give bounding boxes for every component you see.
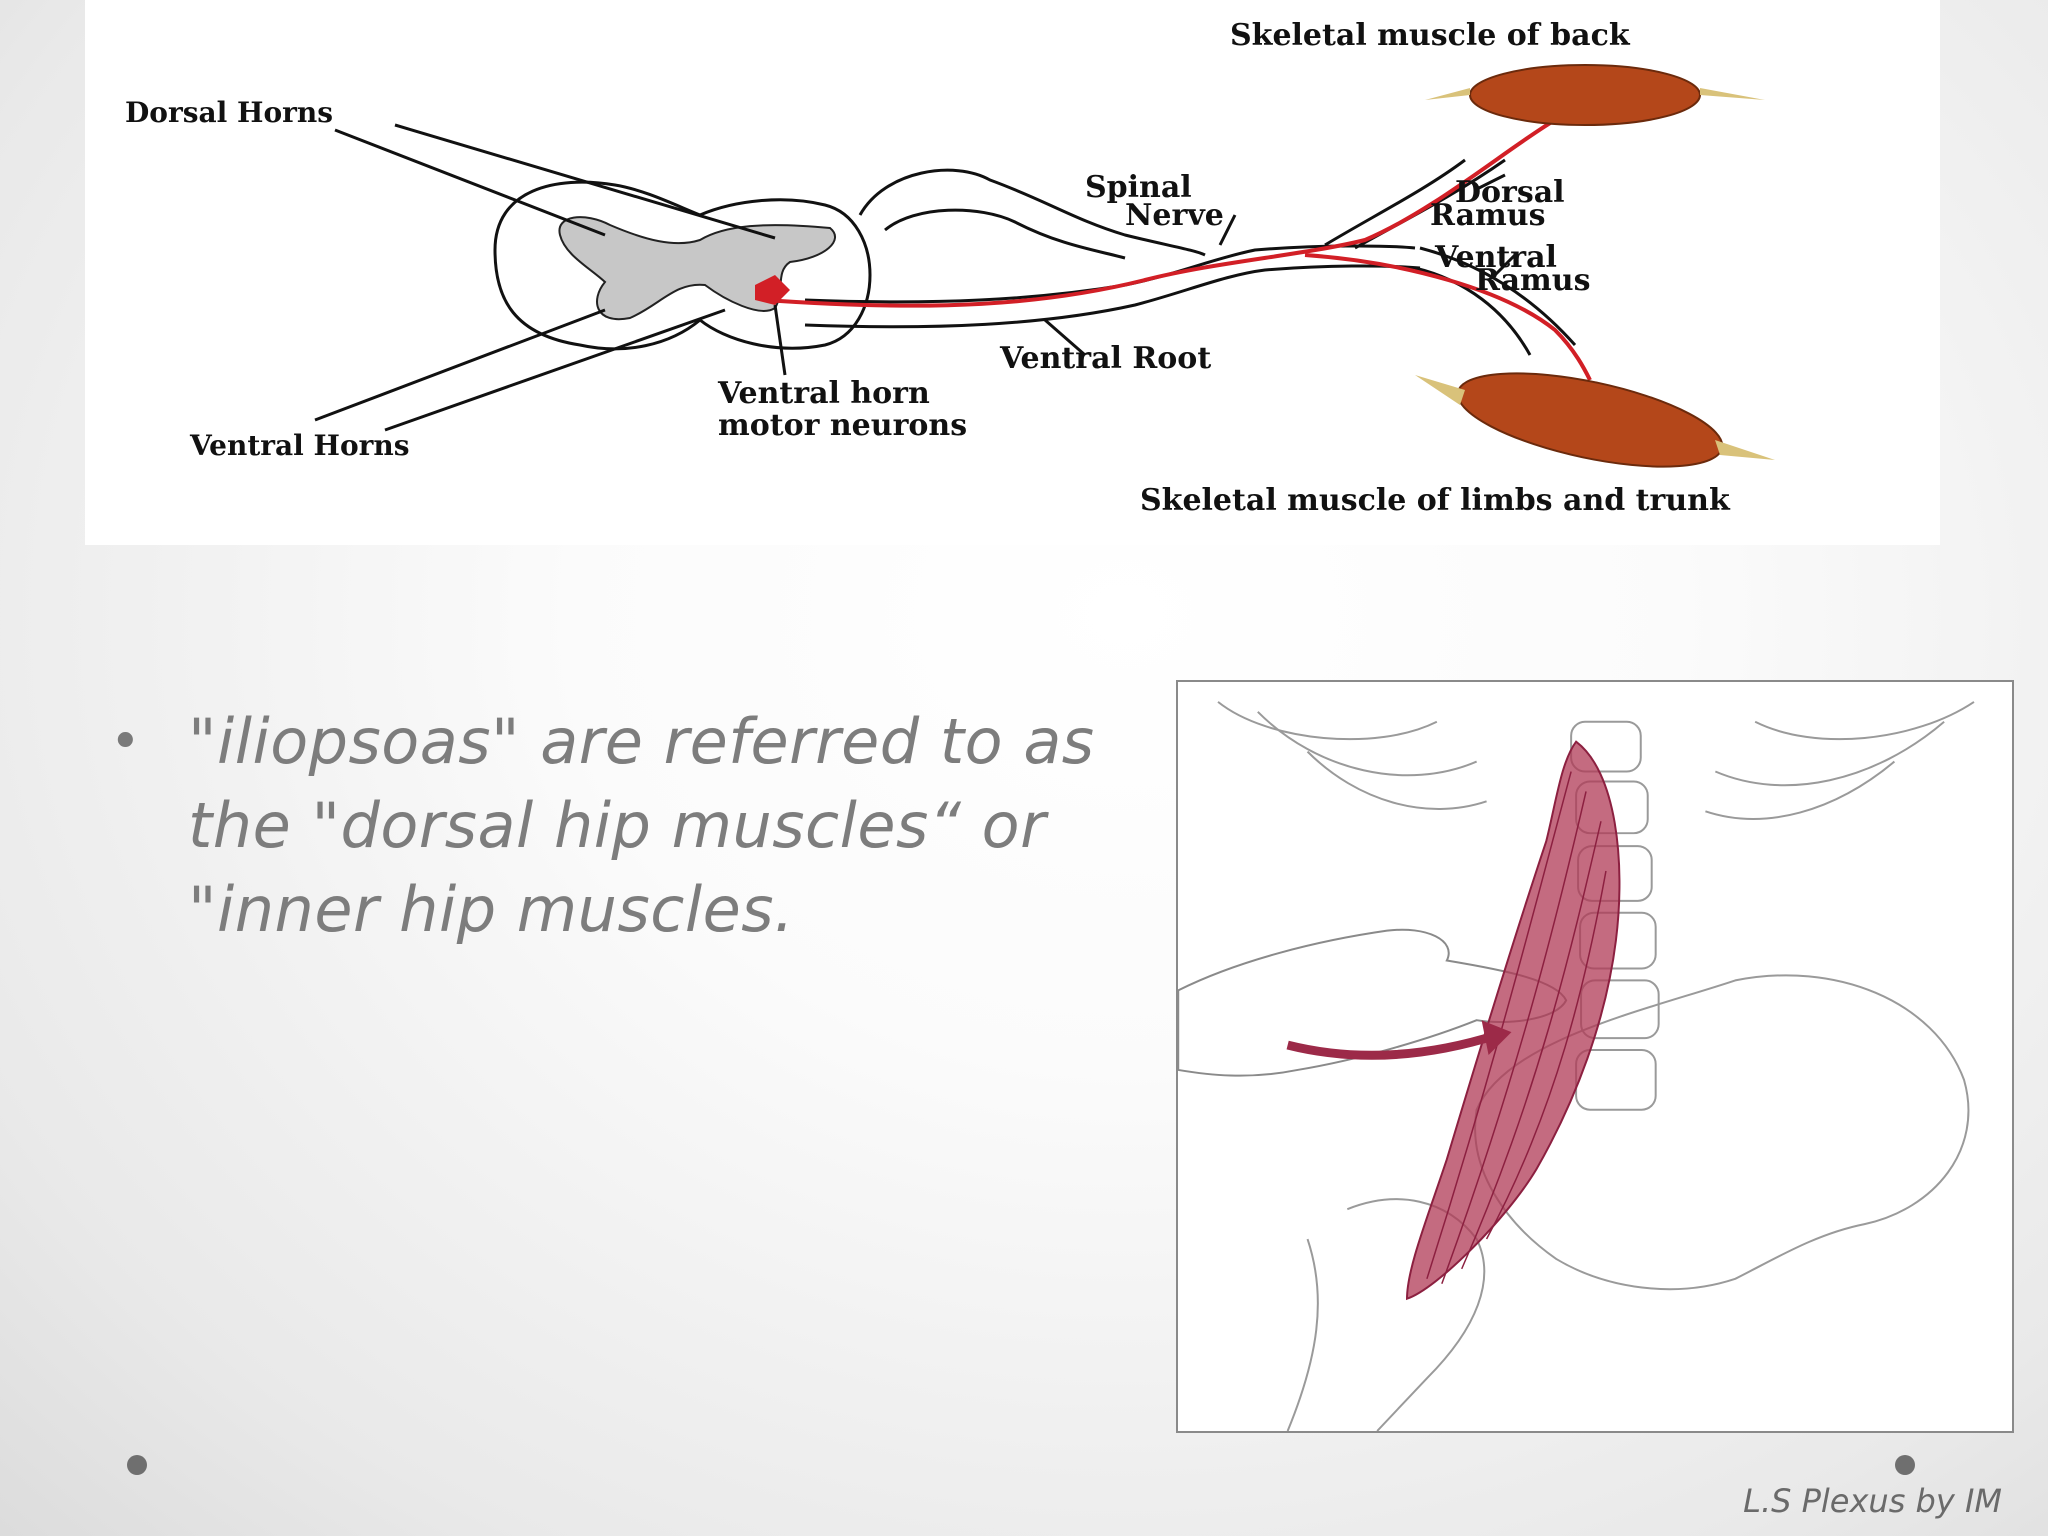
iliopsoas-muscle — [1406, 740, 1621, 1301]
direction-arrow — [1286, 1030, 1498, 1060]
dot-icon-left — [127, 1455, 147, 1475]
label-dorsal-ramus-2: Ramus — [1430, 198, 1546, 233]
arrow-head-icon — [1481, 1020, 1512, 1056]
muscle-fibers — [1426, 771, 1607, 1285]
label-ventral-horn-mn-1: Ventral horn — [717, 376, 930, 411]
label-dorsal-ramus-1: Dorsal — [1455, 175, 1565, 210]
limb-muscle — [1456, 372, 1724, 468]
pelvis — [1474, 974, 1970, 1291]
label-ventral-root: Ventral Root — [999, 341, 1211, 376]
ventral-ramus-line-2 — [1419, 246, 1577, 346]
spinal-cord-outline — [493, 180, 872, 351]
limb-muscle-tendon-left — [1415, 375, 1465, 405]
femur-edge — [1286, 1238, 1319, 1431]
leader-lines — [314, 123, 1517, 432]
bullet-text: "iliopsoas" are referred to as the "dors… — [188, 705, 1095, 946]
label-skeletal-back: Skeletal muscle of back — [1230, 18, 1631, 53]
dorsal-root-inner — [884, 208, 1126, 260]
dorsal-root — [858, 168, 1206, 257]
iliopsoas-illustration — [1178, 682, 2012, 1431]
motor-neuron — [755, 275, 790, 305]
motor-axon-ventral — [1304, 253, 1592, 381]
dot-icon-right — [1895, 1455, 1915, 1475]
label-dorsal-horns: Dorsal Horns — [125, 96, 333, 129]
ventral-ramus-line — [1414, 266, 1532, 356]
spinal-nerve-illustration: Skeletal muscle of back Dorsal Horns Spi… — [125, 18, 1775, 518]
footer-credit: L.S Plexus by IM — [1743, 1482, 2002, 1520]
limb-muscle-tendon-right — [1715, 440, 1775, 460]
spinal-nerve-diagram: Skeletal muscle of back Dorsal Horns Spi… — [85, 0, 1940, 545]
label-ventral-horns: Ventral Horns — [189, 429, 410, 462]
label-spinal-nerve-2: Nerve — [1125, 198, 1224, 233]
iliopsoas-illustration-frame — [1176, 680, 2014, 1433]
nerve-trunk-lower — [804, 264, 1421, 329]
dorsal-ramus-line — [1324, 158, 1466, 247]
back-muscle-tendon-right — [1700, 88, 1765, 100]
bullet-dot: • — [110, 712, 141, 772]
label-skeletal-limbs: Skeletal muscle of limbs and trunk — [1140, 483, 1731, 518]
back-muscle-tendon-left — [1425, 88, 1470, 100]
motor-axon-dorsal — [764, 118, 1565, 308]
label-ventral-ramus-1: Ventral — [1434, 240, 1557, 275]
label-spinal-nerve-1: Spinal — [1085, 170, 1192, 205]
ribs — [1217, 701, 1975, 820]
back-muscle — [1469, 64, 1701, 126]
label-ventral-ramus-2: Ramus — [1475, 263, 1591, 298]
label-ventral-horn-mn-2: motor neurons — [718, 408, 967, 443]
